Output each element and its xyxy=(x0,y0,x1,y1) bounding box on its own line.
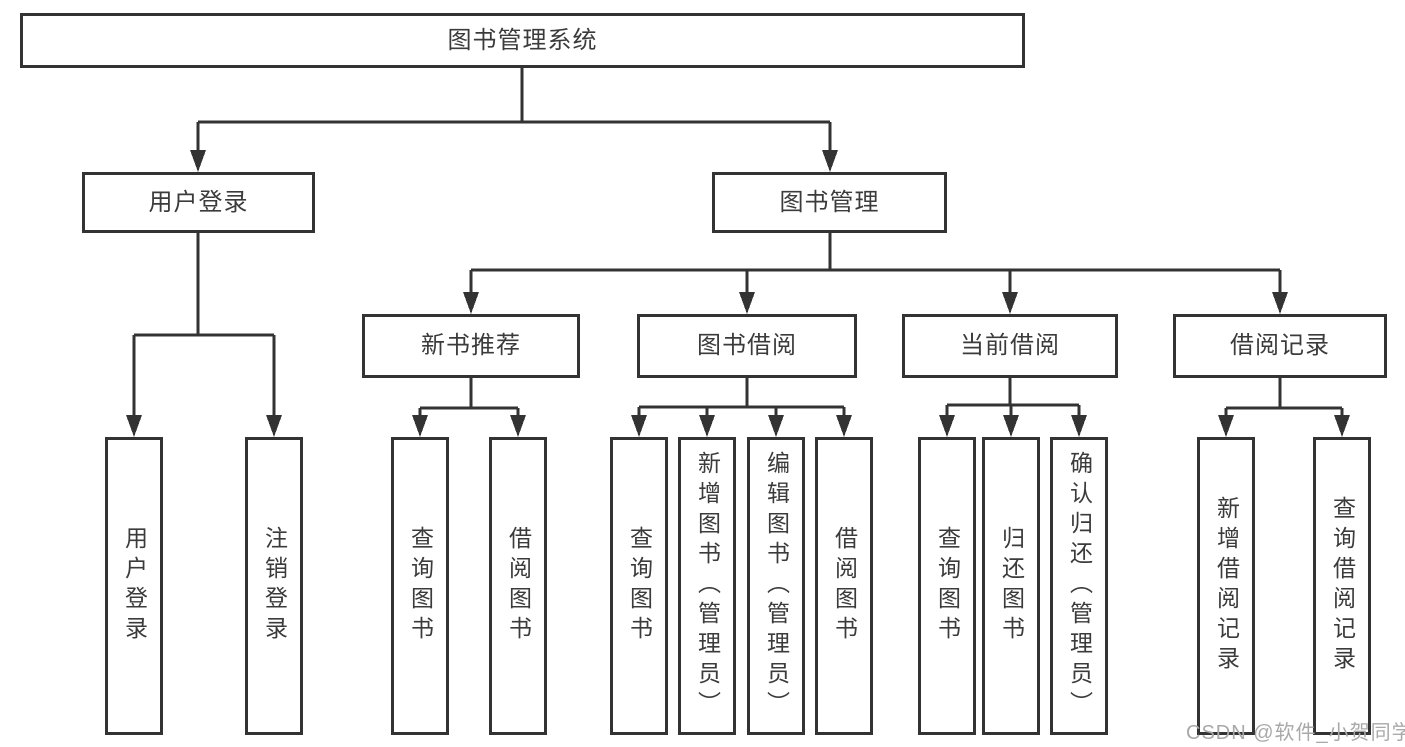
connector-bookmgmt-to-level3 xyxy=(463,233,1288,314)
node-root-system: 图书管理系统 xyxy=(20,13,1025,68)
node-book-borrow: 图书借阅 xyxy=(637,314,857,378)
leaf-query-book-borrow: 查询图书 xyxy=(610,437,668,735)
leaf-borrow-book-recommend: 借阅图书 xyxy=(489,437,547,735)
leaf-return-book: 归还图书 xyxy=(982,437,1040,735)
leaf-edit-book-admin: 编辑图书（管理员） xyxy=(747,437,805,735)
leaf-borrow-book: 借阅图书 xyxy=(815,437,873,735)
node-book-management: 图书管理 xyxy=(712,172,947,233)
node-current-borrow: 当前借阅 xyxy=(902,314,1118,378)
leaf-return-book-label: 归还图书 xyxy=(998,526,1025,646)
leaf-query-book-recommend: 查询图书 xyxy=(391,437,449,735)
node-root-label: 图书管理系统 xyxy=(447,26,598,54)
node-book-management-label: 图书管理 xyxy=(779,188,880,216)
leaf-query-book-recommend-label: 查询图书 xyxy=(407,526,434,646)
leaf-logout-label: 注销登录 xyxy=(261,526,288,646)
leaf-add-borrow-record-label: 新增借阅记录 xyxy=(1213,496,1240,676)
node-new-book-recommend-label: 新书推荐 xyxy=(421,332,521,359)
node-borrow-record: 借阅记录 xyxy=(1173,314,1387,378)
node-book-borrow-label: 图书借阅 xyxy=(697,332,797,359)
connector-currentborrow-to-leaves xyxy=(939,378,1087,437)
leaf-query-borrow-record: 查询借阅记录 xyxy=(1313,437,1371,735)
connector-newbook-to-leaves xyxy=(412,378,526,437)
leaf-add-book-admin-label: 新增图书（管理员） xyxy=(694,451,721,721)
leaf-user-login-label: 用户登录 xyxy=(121,526,148,646)
leaf-borrow-book-label: 借阅图书 xyxy=(831,526,858,646)
node-new-book-recommend: 新书推荐 xyxy=(362,314,580,378)
node-current-borrow-label: 当前借阅 xyxy=(960,332,1060,359)
node-borrow-record-label: 借阅记录 xyxy=(1230,332,1330,359)
leaf-user-login: 用户登录 xyxy=(105,437,163,735)
leaf-add-book-admin: 新增图书（管理员） xyxy=(678,437,736,735)
leaf-query-book-current-label: 查询图书 xyxy=(934,526,961,646)
connector-borrowrecord-to-leaves xyxy=(1218,378,1350,437)
leaf-query-book-borrow-label: 查询图书 xyxy=(626,526,653,646)
csdn-watermark: CSDN @软件_小贺同学 xyxy=(1186,722,1405,744)
connector-userlogin-to-leaves xyxy=(126,233,282,437)
node-user-login: 用户登录 xyxy=(82,172,315,233)
connector-root-to-level2 xyxy=(190,68,838,172)
leaf-query-book-current: 查询图书 xyxy=(918,437,976,735)
leaf-confirm-return-admin: 确认归还（管理员） xyxy=(1050,437,1108,735)
leaf-logout: 注销登录 xyxy=(245,437,303,735)
leaf-edit-book-admin-label: 编辑图书（管理员） xyxy=(763,451,790,721)
node-user-login-label: 用户登录 xyxy=(148,188,249,216)
leaf-query-borrow-record-label: 查询借阅记录 xyxy=(1329,496,1356,676)
leaf-borrow-book-recommend-label: 借阅图书 xyxy=(505,526,532,646)
leaf-add-borrow-record: 新增借阅记录 xyxy=(1197,437,1255,735)
connector-bookborrow-to-leaves xyxy=(631,378,852,437)
leaf-confirm-return-admin-label: 确认归还（管理员） xyxy=(1066,451,1093,721)
